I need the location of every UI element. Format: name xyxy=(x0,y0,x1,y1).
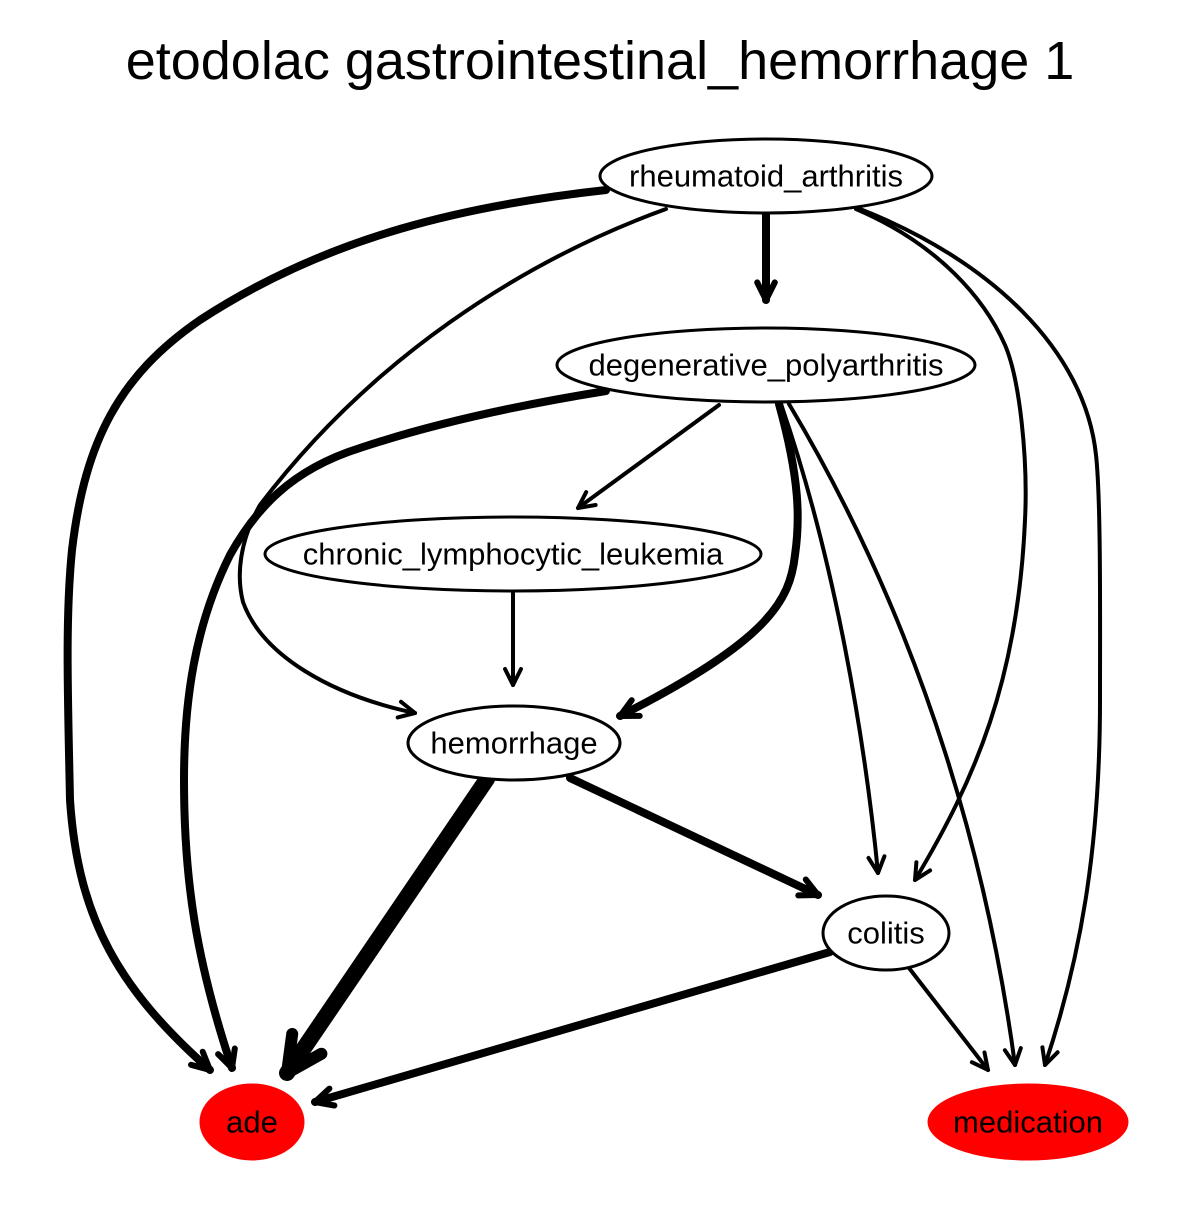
edge-colitis-to-medication xyxy=(907,966,990,1072)
edge-hemorrhage-to-ade xyxy=(279,771,495,1081)
edge-degenerative_polyarthritis-to-colitis xyxy=(779,402,887,875)
edge-degenerative_polyarthritis-to-hemorrhage xyxy=(616,400,802,720)
node-label-rheumatoid_arthritis: rheumatoid_arthritis xyxy=(629,159,903,194)
edge-rheumatoid_arthritis-to-colitis xyxy=(854,207,1028,882)
edge-degenerative_polyarthritis-to-chronic_lymphocytic_leukemia xyxy=(576,403,721,510)
edge-arrowhead xyxy=(795,876,821,899)
edge-line xyxy=(787,402,1017,1067)
edge-arrowhead xyxy=(395,699,417,720)
edge-line xyxy=(237,207,668,715)
edge-arrowhead xyxy=(1040,1045,1060,1067)
nodes-layer: rheumatoid_arthritis degenerative_polyar… xyxy=(199,137,1129,1161)
edge-arrowhead xyxy=(281,1028,328,1079)
edge-rheumatoid_arthritis-to-hemorrhage xyxy=(237,207,668,720)
edge-arrowhead xyxy=(215,1045,238,1071)
node-chronic_lymphocytic_leukemia: chronic_lymphocytic_leukemia xyxy=(263,515,763,593)
node-label-colitis: colitis xyxy=(847,916,925,951)
node-rheumatoid_arthritis: rheumatoid_arthritis xyxy=(598,137,934,215)
edge-line xyxy=(854,207,1028,882)
node-label-degenerative_polyarthritis: degenerative_polyarthritis xyxy=(589,348,944,383)
edge-arrowhead xyxy=(312,1085,338,1109)
node-hemorrhage: hemorrhage xyxy=(406,704,622,782)
edge-arrowhead xyxy=(913,860,933,882)
edge-rheumatoid_arthritis-to-medication xyxy=(858,207,1103,1067)
edge-line xyxy=(311,948,834,1106)
edge-arrowhead xyxy=(866,854,887,875)
edge-line xyxy=(779,402,880,875)
edge-degenerative_polyarthritis-to-ade xyxy=(179,387,610,1072)
node-label-hemorrhage: hemorrhage xyxy=(430,726,597,761)
edge-hemorrhage-to-colitis xyxy=(566,774,822,899)
edge-arrowhead xyxy=(576,490,598,510)
edge-line xyxy=(179,387,610,1072)
edge-line xyxy=(858,207,1103,1067)
edge-line xyxy=(907,966,990,1072)
diagram-title: etodolac gastrointestinal_hemorrhage 1 xyxy=(125,31,1075,91)
node-label-ade: ade xyxy=(226,1105,278,1140)
edge-line xyxy=(279,771,495,1081)
edge-rheumatoid_arthritis-to-ade xyxy=(63,186,610,1074)
edge-line xyxy=(63,186,610,1074)
edge-arrowhead xyxy=(754,279,778,303)
edge-line xyxy=(566,774,822,899)
node-medication: medication xyxy=(927,1083,1129,1161)
edge-arrowhead xyxy=(969,1050,990,1072)
node-label-chronic_lymphocytic_leukemia: chronic_lymphocytic_leukemia xyxy=(303,537,724,572)
node-ade: ade xyxy=(199,1083,305,1161)
node-label-medication: medication xyxy=(953,1105,1103,1140)
edge-colitis-to-ade xyxy=(311,948,834,1109)
edge-degenerative_polyarthritis-to-medication xyxy=(787,402,1023,1067)
edges-layer xyxy=(63,186,1103,1109)
edge-line xyxy=(576,403,721,510)
node-colitis: colitis xyxy=(821,894,951,972)
edge-arrowhead xyxy=(188,1048,213,1073)
edge-arrowhead xyxy=(617,697,643,719)
edge-arrowhead xyxy=(503,667,523,687)
edge-line xyxy=(616,400,802,720)
node-degenerative_polyarthritis: degenerative_polyarthritis xyxy=(555,326,977,404)
edge-arrowhead xyxy=(1002,1046,1023,1067)
edge-chronic_lymphocytic_leukemia-to-hemorrhage xyxy=(503,590,523,687)
edge-rheumatoid_arthritis-to-degenerative_polyarthritis xyxy=(754,209,778,304)
